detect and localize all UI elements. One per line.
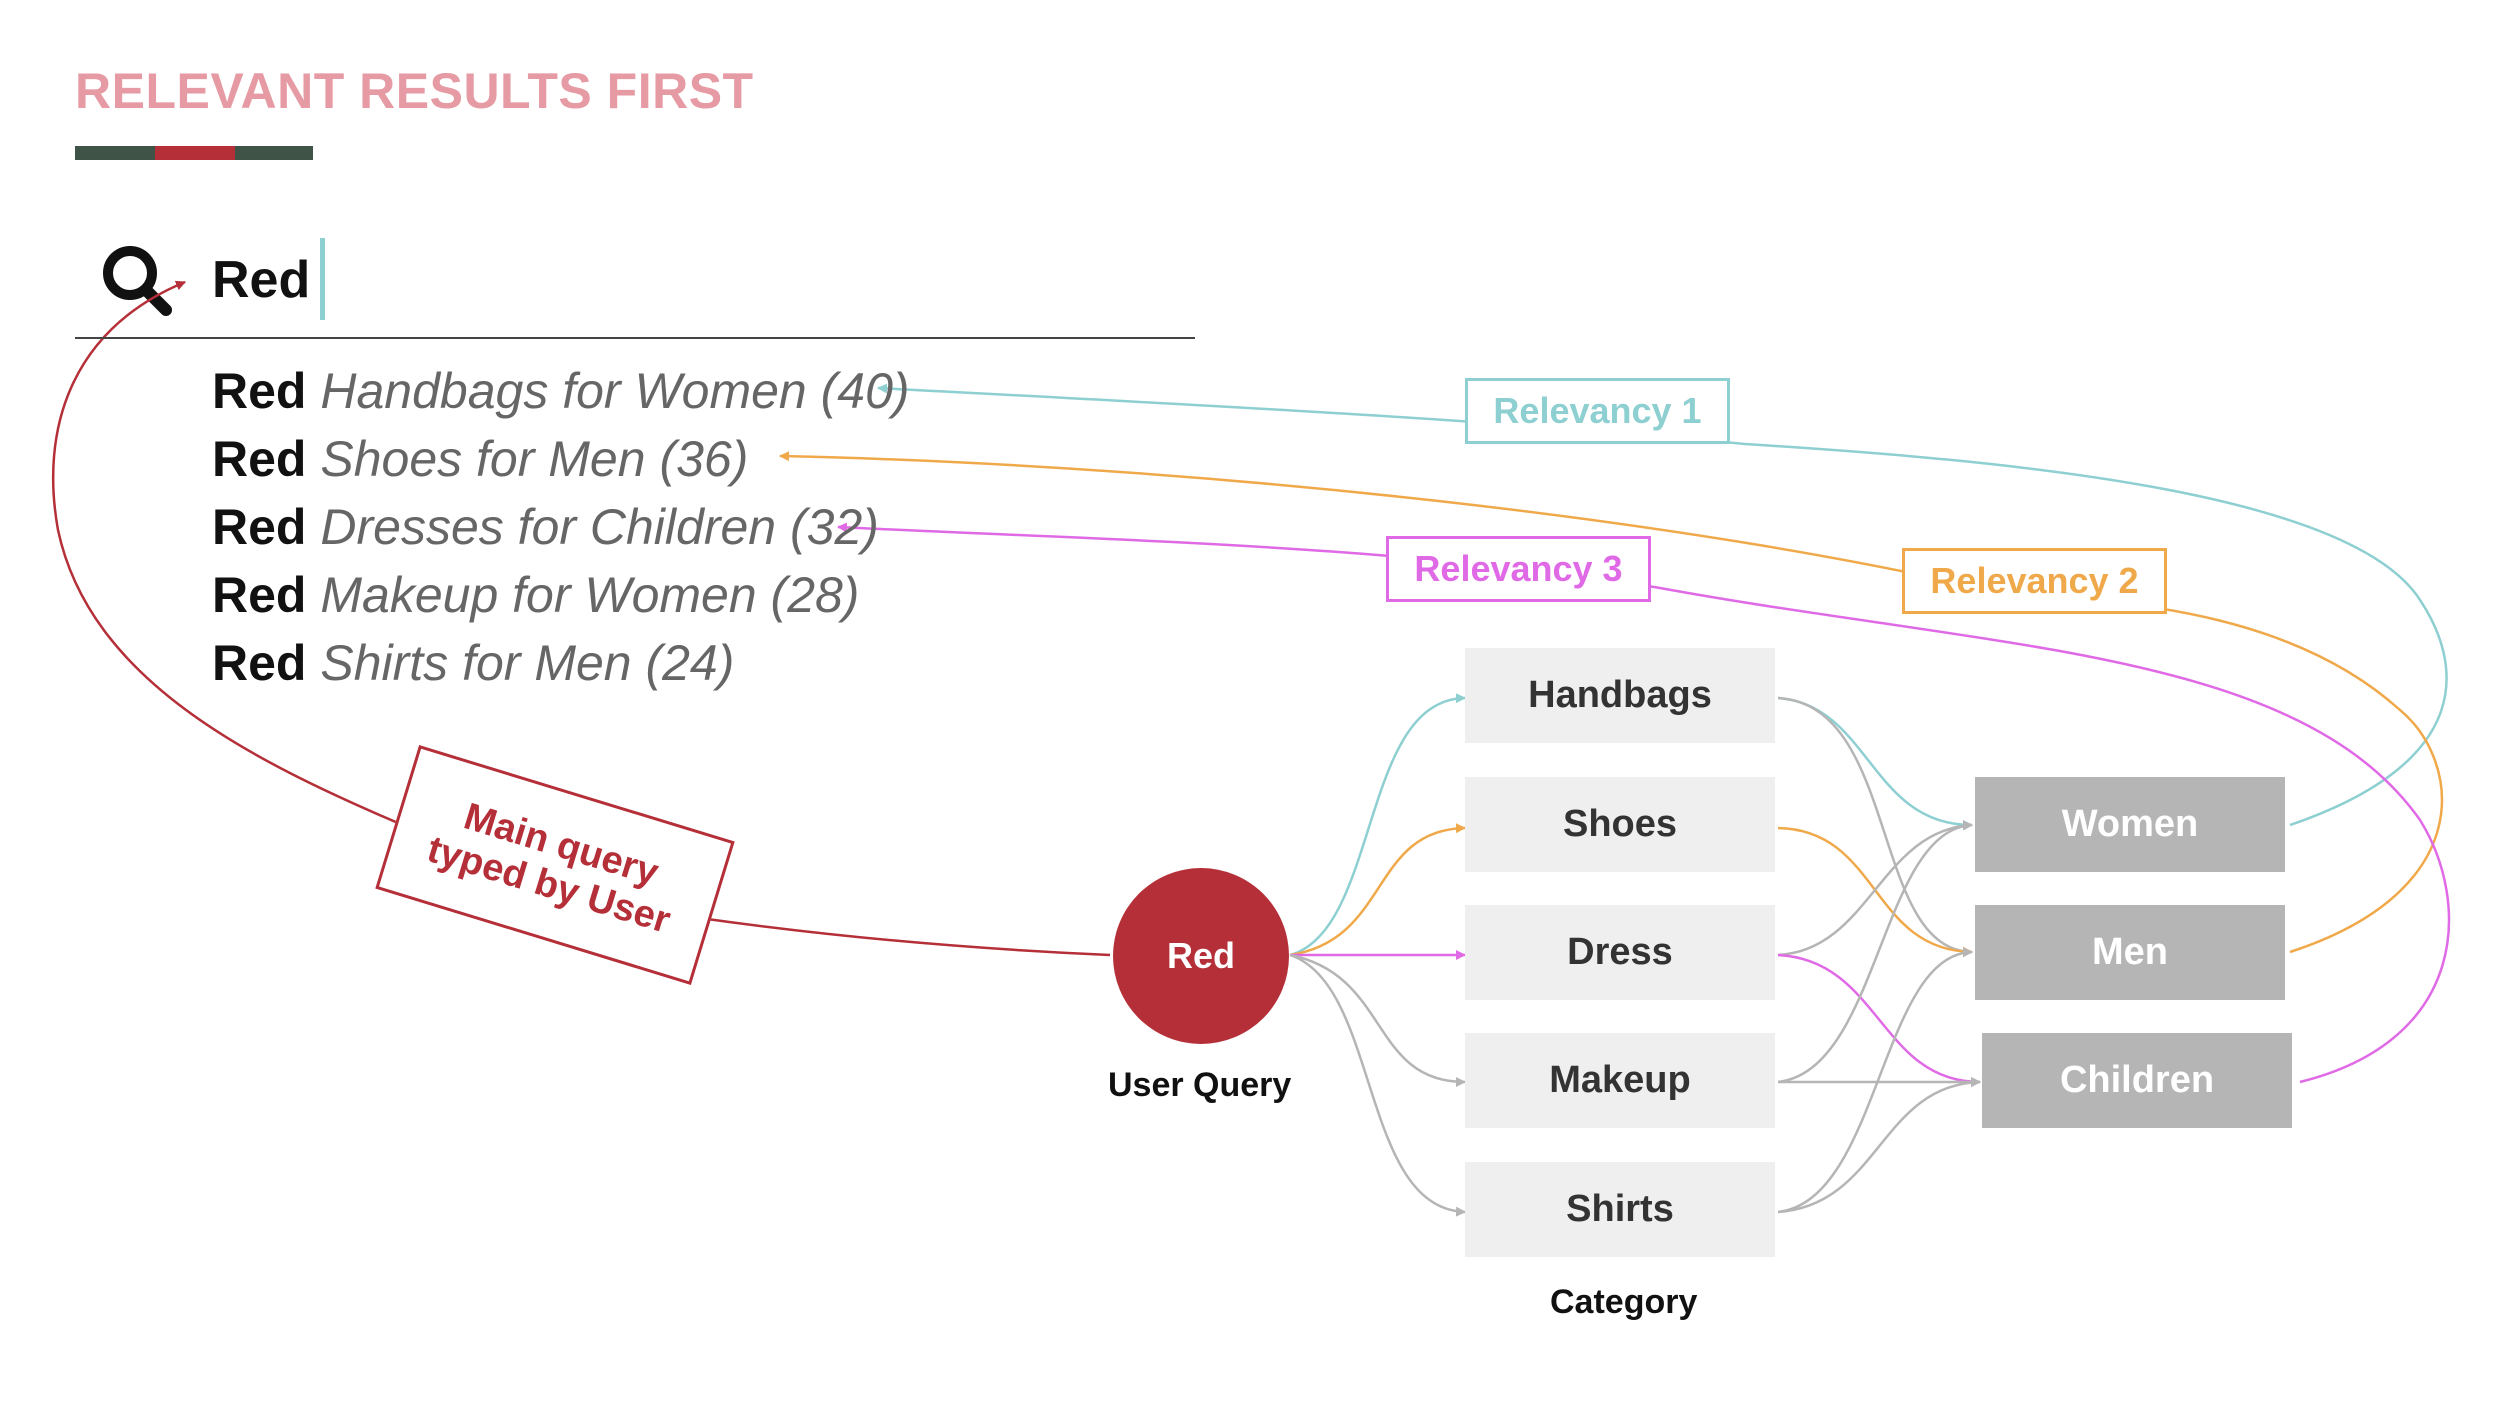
suggestion-item[interactable]: Red Handbags for Women (40) xyxy=(212,362,910,420)
search-icon xyxy=(103,246,172,316)
accent-bar-crimson xyxy=(155,146,235,160)
suggestion-keyword: Red xyxy=(212,431,307,487)
category-node-dress: Dress xyxy=(1465,905,1775,1000)
suggestion-item[interactable]: Red Shoes for Men (36) xyxy=(212,430,748,488)
link-query-shirts xyxy=(1289,953,1466,1217)
link-shirts-men xyxy=(1777,947,1973,1214)
link-dress-children xyxy=(1777,953,1981,1087)
search-underline xyxy=(75,337,1195,339)
search-input[interactable]: Red xyxy=(212,251,311,309)
relevancy-1-label: Relevancy 1 xyxy=(1465,378,1730,444)
suggestion-text: Shoes for Men (36) xyxy=(320,431,749,487)
accent-bar-dark-green-right xyxy=(235,146,313,160)
link-dress-women xyxy=(1777,820,1973,957)
suggestion-text: Shirts for Men (24) xyxy=(320,635,735,691)
main-query-line xyxy=(699,914,1111,957)
accent-bar-dark-green-left xyxy=(75,146,155,160)
link-query-makeup xyxy=(1289,953,1466,1087)
relevancy-3-label: Relevancy 3 xyxy=(1386,536,1651,602)
target-node-women: Women xyxy=(1975,777,2285,872)
link-query-handbags xyxy=(1289,693,1466,957)
category-node-handbags: Handbags xyxy=(1465,648,1775,743)
link-makeup-women xyxy=(1777,820,1973,1084)
target-node-men: Men xyxy=(1975,905,2285,1000)
text-caret xyxy=(320,238,325,320)
suggestion-text: Makeup for Women (28) xyxy=(320,567,860,623)
suggestion-keyword: Red xyxy=(212,499,307,555)
relevancy-2-label: Relevancy 2 xyxy=(1902,548,2167,614)
suggestion-keyword: Red xyxy=(212,567,307,623)
suggestion-keyword: Red xyxy=(212,363,307,419)
relevancy-1-path xyxy=(877,383,2448,827)
category-node-makeup: Makeup xyxy=(1465,1033,1775,1128)
suggestion-item[interactable]: Red Makeup for Women (28) xyxy=(212,566,859,624)
link-handbags-men xyxy=(1777,696,1973,957)
category-node-shirts: Shirts xyxy=(1465,1162,1775,1257)
category-caption: Category xyxy=(1550,1283,1698,1321)
main-query-line-return xyxy=(51,280,406,828)
link-query-shoes xyxy=(1289,823,1466,957)
link-shirts-children xyxy=(1777,1077,1981,1214)
suggestion-item[interactable]: Red Shirts for Men (24) xyxy=(212,634,734,692)
category-node-shoes: Shoes xyxy=(1465,777,1775,872)
suggestion-text: Handbags for Women (40) xyxy=(320,363,910,419)
target-node-children: Children xyxy=(1982,1033,2292,1128)
page-title: RELEVANT RESULTS FIRST xyxy=(75,63,754,119)
user-query-node: Red xyxy=(1113,868,1289,1044)
suggestion-text: Dresses for Children (32) xyxy=(320,499,879,555)
suggestion-item[interactable]: Red Dresses for Children (32) xyxy=(212,498,879,556)
suggestion-keyword: Red xyxy=(212,635,307,691)
relevancy-3-path xyxy=(837,522,2451,1084)
user-query-caption: User Query xyxy=(1108,1066,1292,1104)
